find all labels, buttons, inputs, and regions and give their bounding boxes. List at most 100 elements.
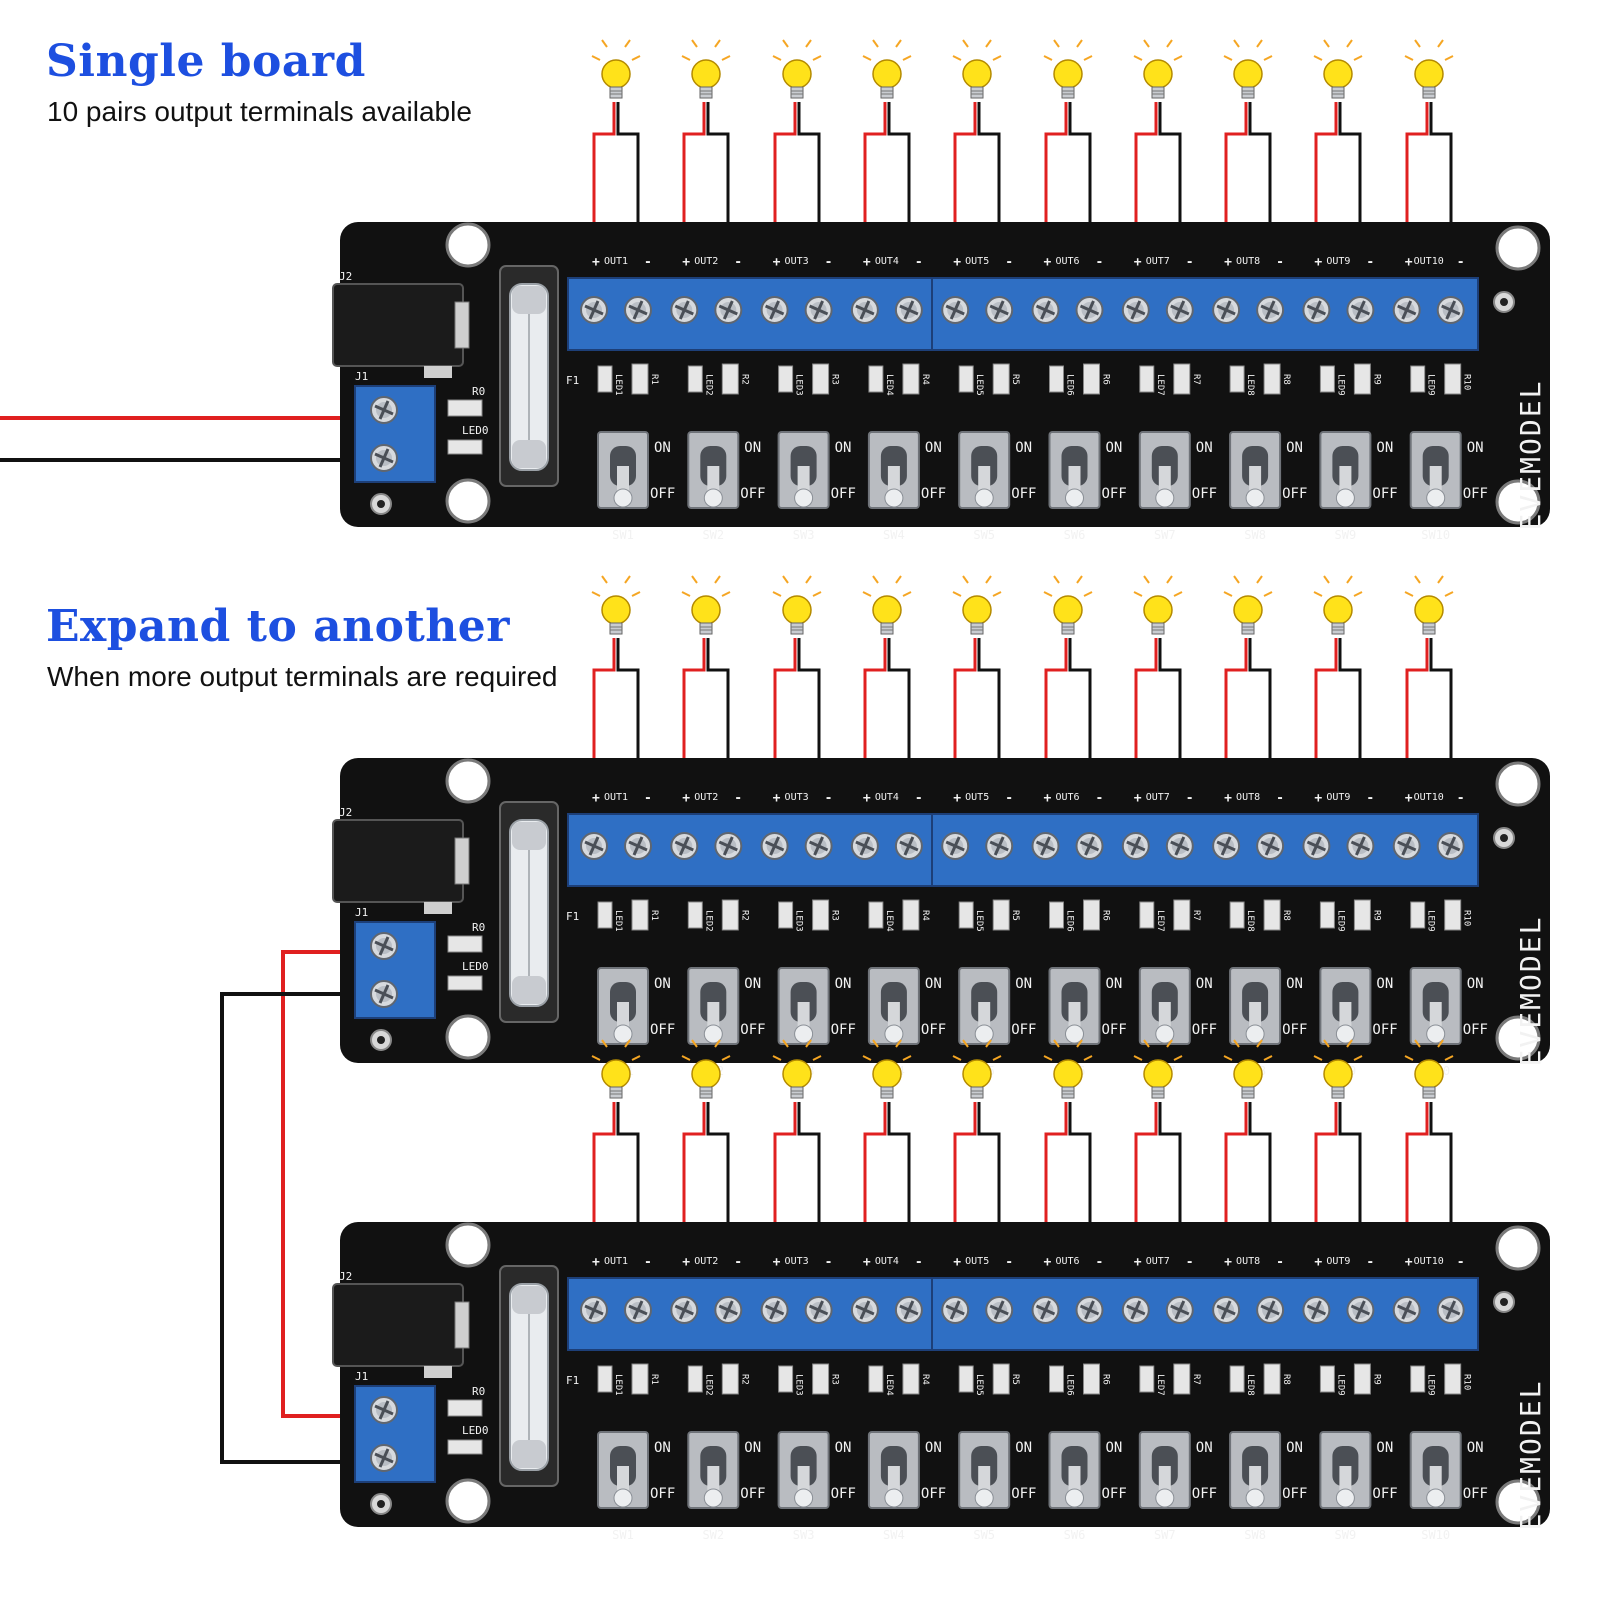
channel-resistor: [1263, 363, 1281, 395]
toggle-switch-knob: [1335, 488, 1355, 508]
output-red-wire: [953, 638, 977, 816]
switch-label-4: SW4: [883, 1528, 905, 1542]
input-terminal-screw: [370, 932, 398, 960]
channel-led: [1139, 901, 1155, 929]
mounting-hole-icon: [445, 1478, 491, 1524]
channel-led-label: LED4: [884, 1374, 894, 1396]
light-bulb-icon: [1133, 575, 1183, 635]
toggle-switch-knob: [1155, 1488, 1175, 1508]
power-resistor-label: R0: [472, 1385, 485, 1398]
output-terminal-screw: [624, 832, 652, 860]
channel-led: [1049, 901, 1064, 929]
via-pad-center: [377, 500, 385, 508]
channel-led-label: LED9: [1426, 1374, 1436, 1396]
toggle-switch-lever: [1158, 1002, 1171, 1032]
output-label-10: OUT10: [1414, 256, 1444, 267]
channel-led: [1139, 1365, 1155, 1393]
channel-led: [1229, 365, 1245, 393]
channel-led-label: LED9: [1335, 1374, 1345, 1396]
power-resistor: [447, 399, 483, 417]
output-minus-sign: -: [825, 1255, 833, 1270]
switch-on-label: ON: [654, 976, 671, 992]
switch-on-label: ON: [1376, 1440, 1393, 1456]
toggle-switch-lever: [1158, 466, 1171, 496]
output-terminal-screw: [760, 832, 789, 860]
output-terminal-screw: [1256, 832, 1285, 860]
switch-off-label: OFF: [1011, 486, 1036, 502]
channel-led-label: LED8: [1245, 910, 1255, 932]
switch-on-label: ON: [835, 976, 852, 992]
light-bulb-icon: [681, 39, 731, 99]
switch-on-label: ON: [1196, 1440, 1213, 1456]
switch-off-label: OFF: [831, 486, 856, 502]
channel-led: [1410, 901, 1426, 929]
output-terminal-screw: [1392, 832, 1421, 860]
output-terminal-screw: [1346, 296, 1375, 324]
channel-resistor: [1353, 899, 1371, 931]
channel-led-label: LED8: [1245, 1374, 1255, 1396]
output-plus-sign: +: [863, 255, 871, 270]
channel-resistor-label: R1: [649, 910, 659, 921]
channel-resistor: [1353, 1363, 1371, 1395]
switch-off-label: OFF: [921, 1486, 946, 1502]
output-plus-sign: +: [1224, 791, 1232, 806]
output-plus-sign: +: [1314, 791, 1322, 806]
channel-led-label: LED6: [1065, 1374, 1075, 1396]
channel-resistor-label: R6: [1101, 374, 1111, 385]
output-minus-sign: -: [1457, 255, 1465, 270]
switch-off-label: OFF: [1372, 486, 1397, 502]
channel-resistor: [902, 1363, 920, 1395]
output-red-wire: [1314, 1102, 1338, 1280]
light-bulb-icon: [681, 575, 731, 635]
output-plus-sign: +: [773, 255, 781, 270]
output-terminal-screw: [1031, 832, 1060, 860]
power-led: [447, 975, 483, 991]
light-bulb-icon: [1313, 39, 1363, 99]
channel-led: [687, 365, 703, 393]
channel-resistor: [1444, 899, 1462, 931]
output-minus-sign: -: [1276, 791, 1284, 806]
output-label-2: OUT2: [694, 792, 718, 803]
switch-on-label: ON: [1015, 976, 1032, 992]
toggle-switch-knob: [1245, 1024, 1265, 1044]
switch-on-label: ON: [1196, 976, 1213, 992]
output-red-wire: [592, 638, 616, 816]
channel-led-label: LED3: [794, 910, 804, 932]
output-label-5: OUT5: [965, 792, 989, 803]
via-pad-center: [1500, 298, 1508, 306]
output-black-wire: [1068, 102, 1092, 280]
channel-led: [687, 901, 703, 929]
switch-off-label: OFF: [650, 486, 675, 502]
channel-resistor: [992, 363, 1010, 395]
output-terminal-block: [567, 813, 1479, 887]
output-red-wire: [1314, 102, 1338, 280]
output-terminal-screw: [670, 296, 699, 324]
output-terminal-screw: [1212, 296, 1241, 324]
channel-resistor-label: R3: [830, 910, 840, 921]
terminal-board-2: J2J1R0LED0F1+OUT1-LED1R1ONOFFSW1+OUT2-LE…: [332, 575, 1550, 1078]
output-red-wire: [1224, 638, 1248, 816]
channel-led: [868, 901, 884, 929]
output-plus-sign: +: [1224, 255, 1232, 270]
light-bulb-icon: [1223, 39, 1273, 99]
channel-led-label: LED5: [974, 1374, 984, 1396]
output-terminal-screw: [1302, 1296, 1331, 1324]
channel-resistor-label: R9: [1371, 1374, 1381, 1385]
channel-resistor-label: R8: [1281, 910, 1291, 921]
light-bulb-icon: [1043, 1039, 1093, 1099]
switch-off-label: OFF: [1102, 1022, 1127, 1038]
output-label-5: OUT5: [965, 256, 989, 267]
toggle-switch-knob: [703, 488, 723, 508]
output-black-wire: [706, 1102, 730, 1280]
mounting-hole-icon: [445, 1222, 491, 1268]
switch-on-label: ON: [654, 1440, 671, 1456]
output-plus-sign: +: [773, 791, 781, 806]
output-label-2: OUT2: [694, 1256, 718, 1267]
channel-resistor-label: R4: [920, 374, 930, 385]
switch-off-label: OFF: [1102, 486, 1127, 502]
output-label-8: OUT8: [1236, 256, 1260, 267]
output-terminal-screw: [624, 1296, 652, 1324]
mounting-hole-icon: [1495, 761, 1541, 807]
power-resistor-label: R0: [472, 385, 485, 398]
